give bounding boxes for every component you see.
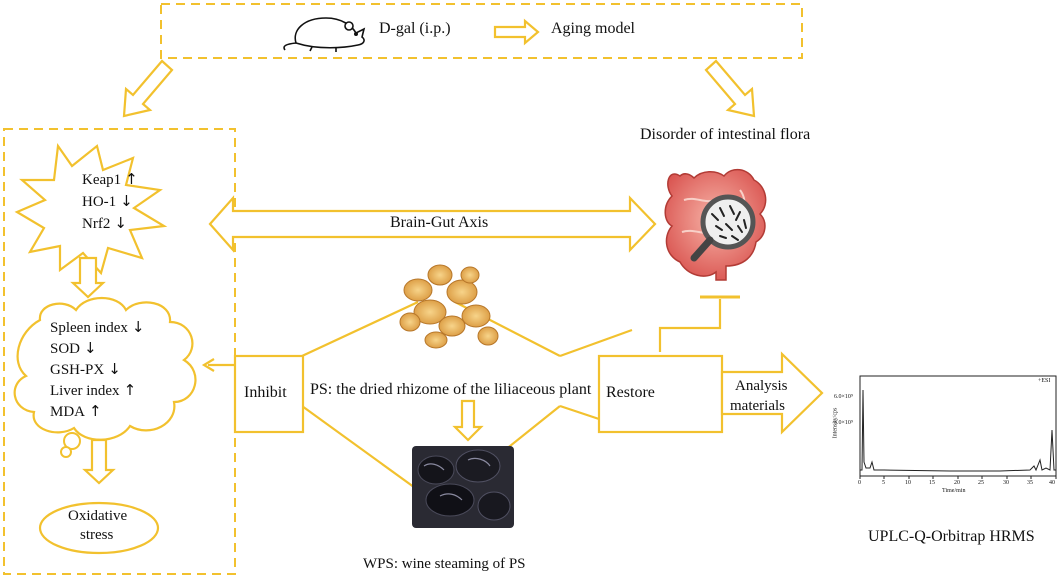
wps-label: WPS: wine steaming of PS <box>363 556 526 572</box>
brain-gut-axis-arrow <box>208 195 657 253</box>
y-tick-label: 6.0×10⁹ <box>834 394 853 400</box>
trend-arrow-icon: ↑ <box>125 170 138 188</box>
trend-arrow-icon: ↓ <box>84 339 97 357</box>
x-tick-label: 15 <box>929 480 935 486</box>
trend-arrow-icon: ↓ <box>120 192 133 210</box>
inhibit-label: Inhibit <box>244 384 287 401</box>
analysis-arrow <box>720 351 824 435</box>
arrow-ps-to-wps <box>452 399 484 442</box>
inhibit-box <box>233 354 305 434</box>
cloud-bubble-large <box>63 432 81 450</box>
restore-label: Restore <box>606 384 655 401</box>
ion-mode-label: +ESI <box>1038 378 1051 384</box>
stress-label: stress <box>80 527 114 543</box>
disorder-label: Disorder of intestinal flora <box>640 126 811 143</box>
burst-item: Keap1↑ <box>82 170 138 188</box>
left-panel-box <box>3 128 236 575</box>
chromatogram-plot <box>859 375 1057 479</box>
x-tick-label: 35 <box>1027 480 1033 486</box>
intestine-icon <box>664 168 767 281</box>
burst-item: HO-1↓ <box>82 192 133 210</box>
oxidative-label: Oxidative <box>68 508 128 524</box>
treatment-label: D-gal (i.p.) <box>379 20 451 37</box>
brain-gut-axis-label: Brain-Gut Axis <box>390 214 489 231</box>
cloud-item: Liver index↑ <box>50 381 137 399</box>
rhizome-photo <box>399 264 499 349</box>
cloud-item: SOD↓ <box>50 339 97 357</box>
steamed-rhizome-photo <box>412 446 514 528</box>
diamond-lines <box>301 301 633 491</box>
cloud-item: MDA↑ <box>50 402 102 420</box>
trend-arrow-icon: ↑ <box>123 381 137 399</box>
trend-arrow-icon: ↓ <box>108 360 121 378</box>
cloud-item: Spleen index↓ <box>50 318 145 336</box>
x-axis-label: Time/min <box>942 488 966 494</box>
chromatogram-title: UPLC-Q-Orbitrap HRMS <box>868 528 1035 545</box>
y-axis-label: Intensity/cps <box>832 407 839 439</box>
trend-arrow-icon: ↓ <box>114 214 127 232</box>
mouse-icon <box>283 17 366 52</box>
aging-model-label: Aging model <box>551 20 635 37</box>
arrow-burst-to-cloud <box>70 256 106 299</box>
restore-box <box>597 354 724 434</box>
cloud-shape <box>13 297 197 441</box>
arrow-to-intestine <box>704 59 756 118</box>
arrow-cloud-to-stress <box>82 438 116 485</box>
burst-list: Keap1↑ HO-1↓ Nrf2↓ <box>82 170 138 233</box>
arrow-inhibit-head <box>201 358 215 372</box>
x-tick-label: 25 <box>978 480 984 486</box>
oxidative-stress-ellipse <box>38 501 160 555</box>
cloud-list: Spleen index↓ SOD↓ GSH-PX↓ Liver index↑ … <box>50 318 144 421</box>
x-tick-label: 30 <box>1003 480 1009 486</box>
x-tick-label: 20 <box>954 480 960 486</box>
materials-label: materials <box>730 398 785 414</box>
model-box <box>160 3 803 59</box>
analysis-label: Analysis <box>735 378 788 394</box>
x-tick-label: 10 <box>905 480 911 486</box>
arrow-to-left-panel <box>122 59 174 118</box>
restore-link-line <box>658 299 722 352</box>
x-tick-label: 40 <box>1049 480 1055 486</box>
trend-arrow-icon: ↓ <box>131 318 145 336</box>
x-tick-label: 5 <box>882 480 885 486</box>
cloud-item: GSH-PX↓ <box>50 360 121 378</box>
y-tick-label: 3.0×10⁹ <box>834 420 853 426</box>
ps-label: PS: the dried rhizome of the liliaceous … <box>310 381 592 398</box>
burst-shape <box>14 143 168 276</box>
x-tick-label: 0 <box>858 480 861 486</box>
cloud-bubble-small <box>60 446 72 458</box>
trend-arrow-icon: ↑ <box>89 402 102 420</box>
burst-item: Nrf2↓ <box>82 214 127 232</box>
model-arrow <box>493 18 540 46</box>
